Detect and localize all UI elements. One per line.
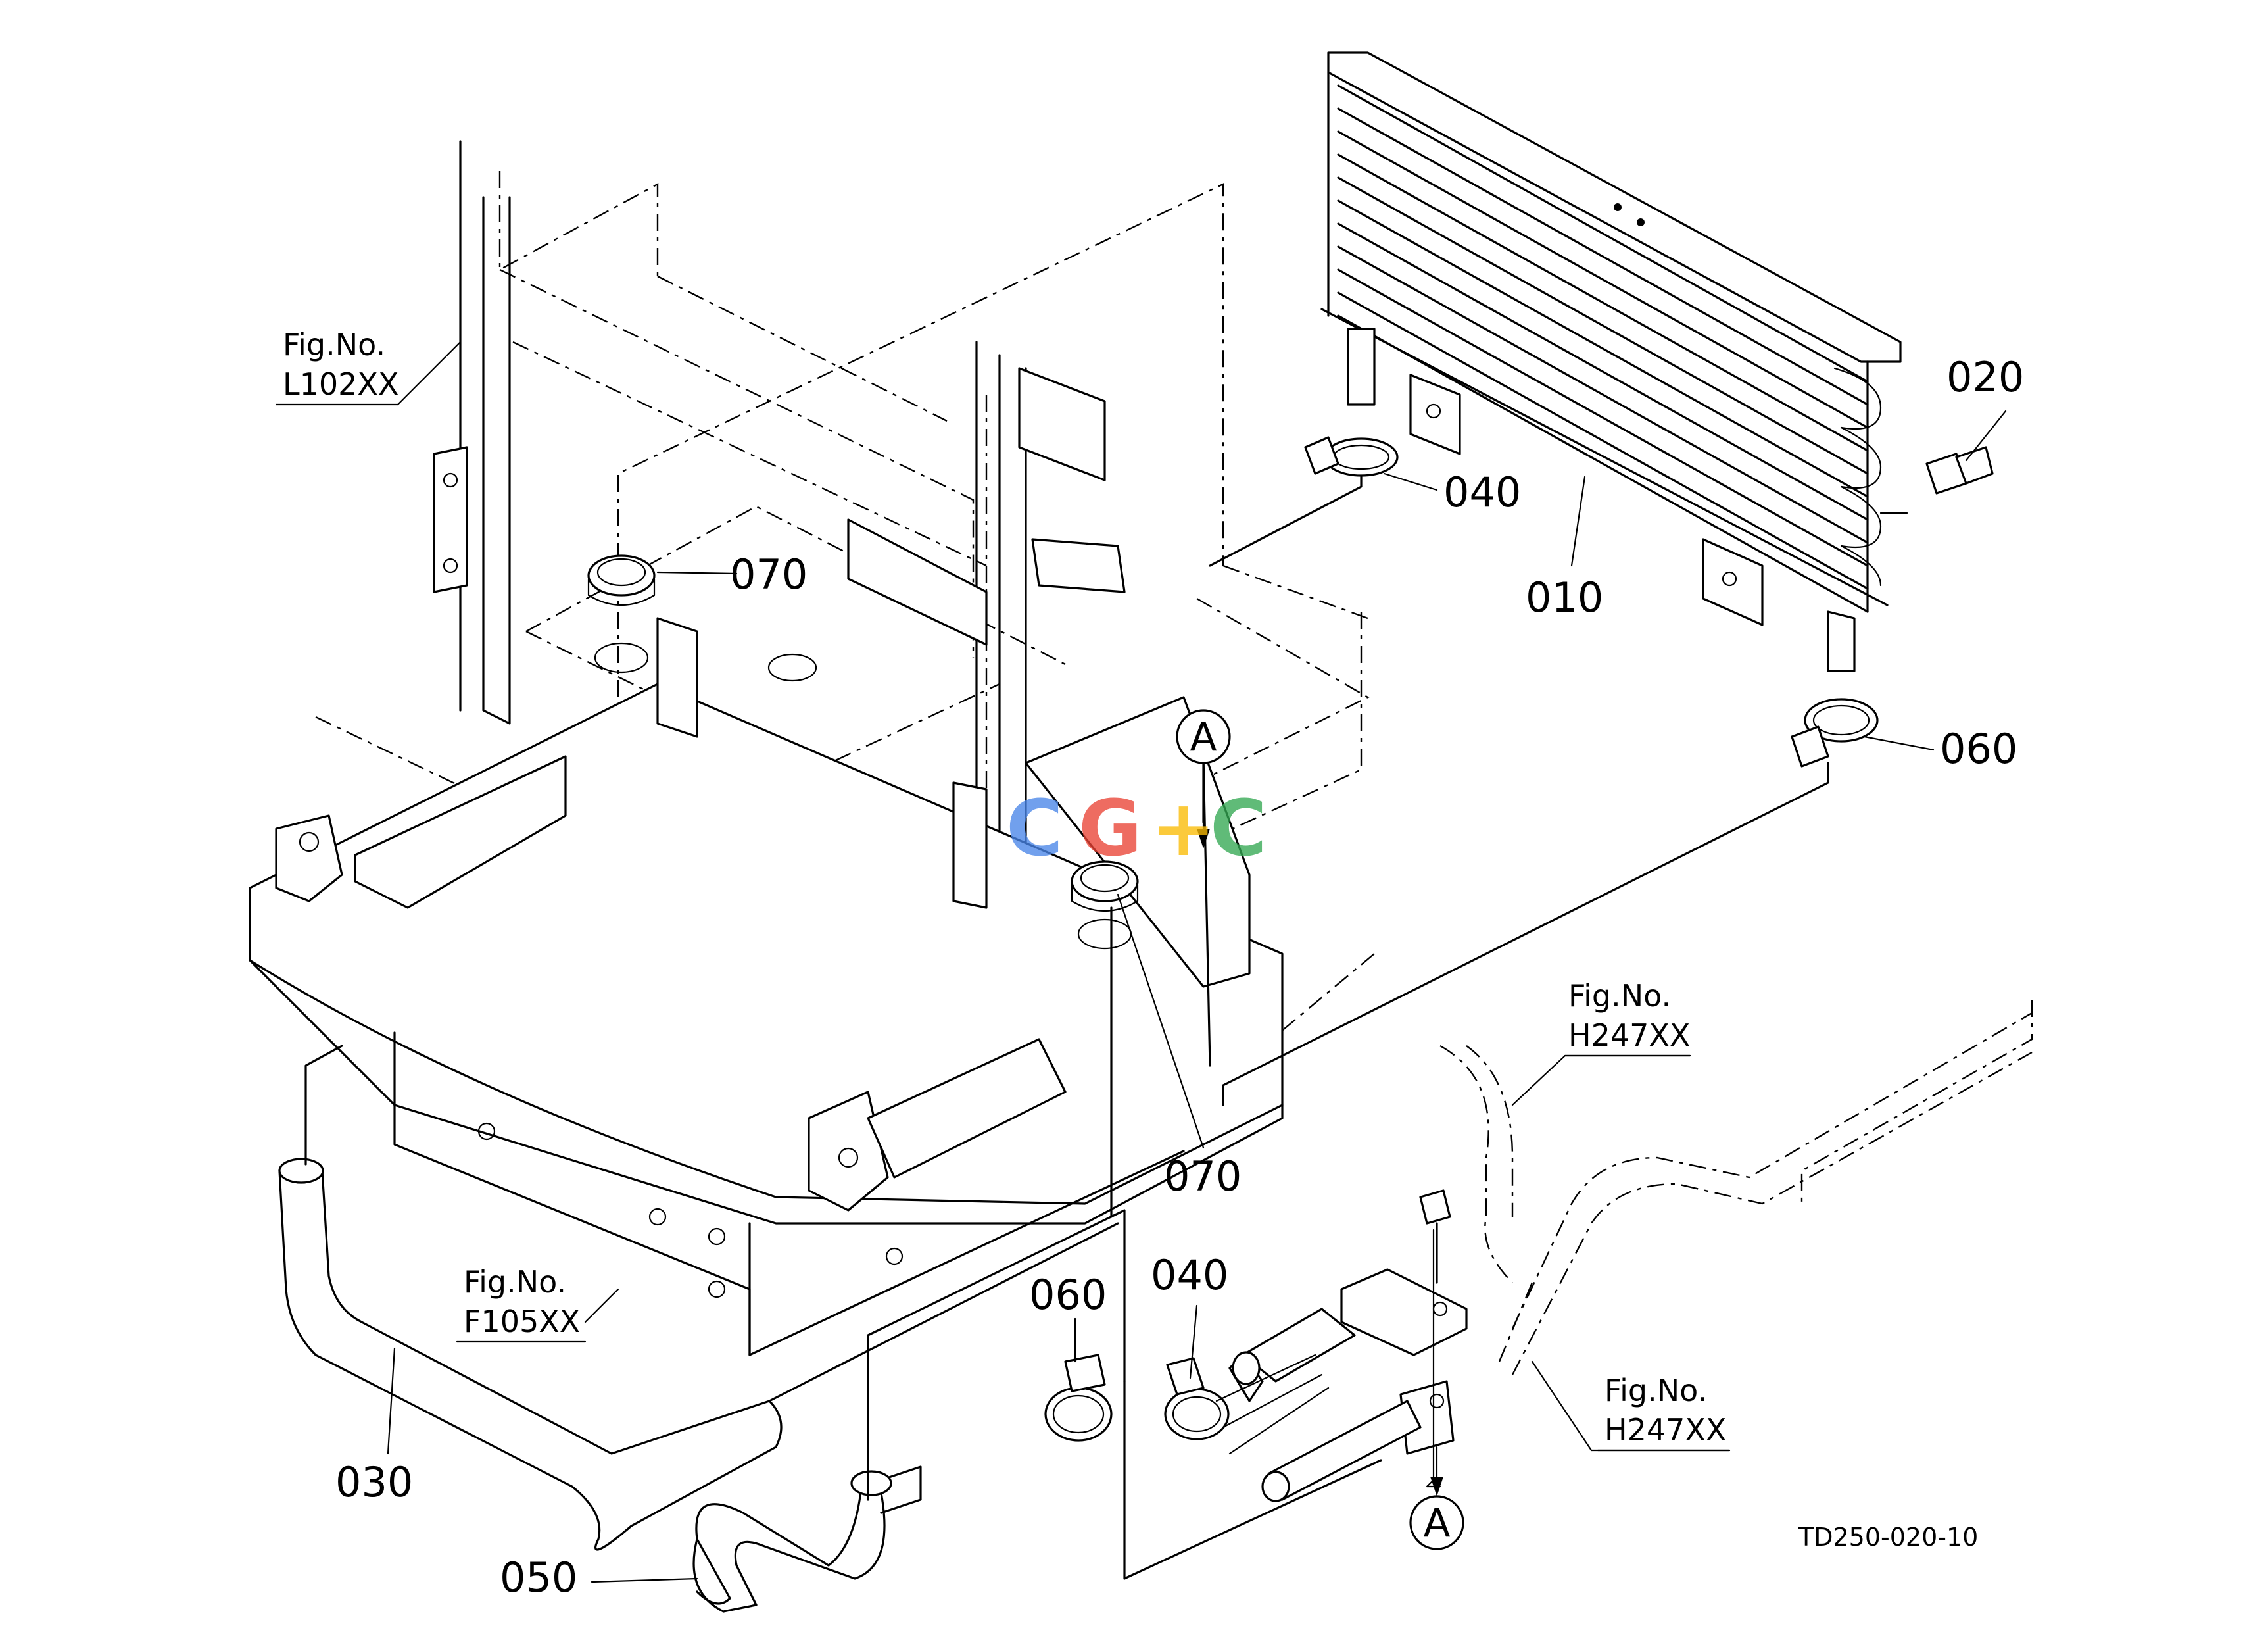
watermark: C G + C [1006, 783, 1267, 873]
hose-030 [278, 1158, 783, 1551]
label-030: 030 [335, 1458, 413, 1506]
watermark-letter-2: G [1078, 783, 1142, 873]
bolt-020 [1925, 446, 1994, 495]
marker-a-bottom-circle [1409, 1495, 1464, 1550]
return-fittings [1228, 1189, 1468, 1502]
fig-l102-line2: L102XX [283, 366, 398, 402]
fig-h247-bottom-line2: H247XX [1604, 1412, 1726, 1448]
section-markers: A A [1176, 709, 1464, 1550]
platform-brackets [275, 367, 1251, 1212]
fig-l102-line1: Fig.No. [283, 327, 385, 362]
marker-a-arrows [1197, 765, 1443, 1496]
fig-f105-line2: F105XX [464, 1304, 580, 1339]
label-070-left: 070 [730, 551, 808, 599]
label-010: 010 [1526, 574, 1603, 622]
fig-h247-bottom-line1: Fig.No. [1604, 1373, 1707, 1408]
label-060-bottom: 060 [1029, 1271, 1107, 1319]
label-040-bottom: 040 [1151, 1251, 1228, 1299]
label-070-center: 070 [1164, 1152, 1242, 1200]
label-050: 050 [500, 1554, 577, 1602]
drawing-code: TD250-020-10 [1798, 1523, 1978, 1552]
leader-lines [304, 341, 2007, 1583]
watermark-letter-4: C [1210, 783, 1267, 873]
fig-h247-top-line2: H247XX [1568, 1018, 1690, 1053]
fig-f105-line1: Fig.No. [464, 1264, 566, 1300]
marker-a-bottom: A [1423, 1500, 1450, 1546]
watermark-letter-3: + [1151, 783, 1216, 873]
clamp-040-top [1304, 436, 1399, 477]
hose-050 [692, 1465, 922, 1613]
clamp-040-bottom [1164, 1357, 1230, 1440]
grommet-070-center [1071, 860, 1139, 912]
clamp-060-bottom [1044, 1354, 1113, 1442]
label-020: 020 [1946, 353, 2024, 401]
figure-references: Fig.No. L102XX Fig.No. F105XX Fig.No. H2… [275, 327, 1731, 1452]
frame-posts [459, 140, 1027, 1041]
part-labels: 010 020 030 040 040 050 060 060 070 070 [335, 353, 2024, 1602]
watermark-letter-1: C [1006, 783, 1063, 873]
clamp-060-top [1791, 698, 1879, 768]
fig-h247-top-line1: Fig.No. [1568, 978, 1671, 1014]
h247-frame-lines [1439, 1012, 2033, 1375]
label-060-top: 060 [1940, 725, 2017, 773]
label-040-top: 040 [1443, 468, 1521, 516]
grommet-070-left [587, 554, 656, 606]
oil-cooler [1320, 51, 1902, 672]
marker-a-top: A [1190, 714, 1217, 760]
cooler-fins [1320, 84, 1889, 613]
marker-a-top-circle [1176, 709, 1231, 764]
